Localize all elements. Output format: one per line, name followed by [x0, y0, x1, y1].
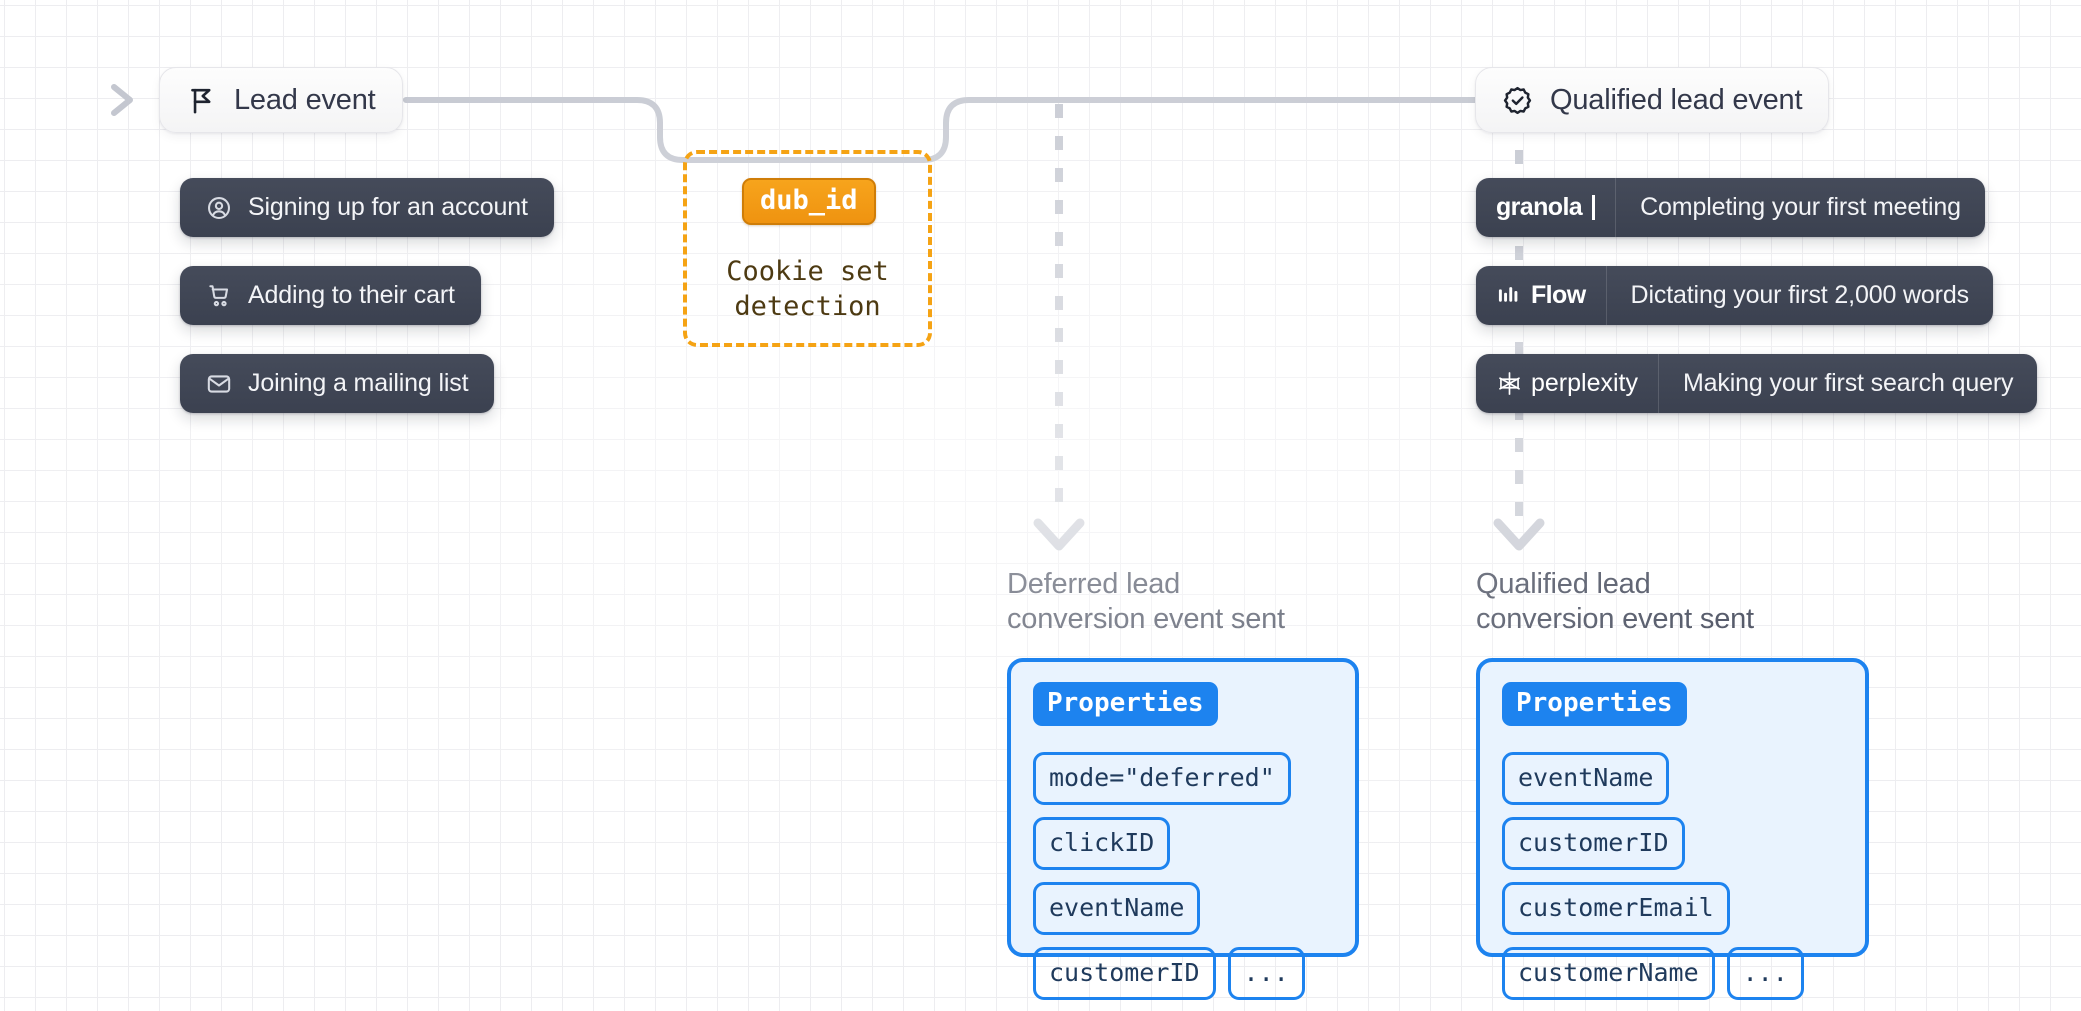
text-caret-icon: [1592, 195, 1596, 220]
user-circle-icon: [206, 195, 232, 221]
property-chip[interactable]: customerID: [1033, 947, 1216, 1000]
node-qualified-lead-event-label: Qualified lead event: [1550, 83, 1803, 116]
lead-example-signup[interactable]: Signing up for an account: [180, 178, 554, 237]
cookie-set-detection-caption: Cookie set detection: [726, 256, 889, 322]
flag-icon: [186, 85, 217, 116]
envelope-icon: [206, 371, 232, 397]
lead-example-mailing-list[interactable]: Joining a mailing list: [180, 354, 495, 413]
qualified-properties-chip-row-1: eventName customerID: [1502, 752, 1843, 870]
deferred-properties-chip-row-3: customerID ...: [1033, 947, 1333, 1000]
node-qualified-lead-event[interactable]: Qualified lead event: [1475, 67, 1830, 133]
property-chip[interactable]: customerEmail: [1502, 882, 1730, 935]
property-chip[interactable]: customerID: [1502, 817, 1685, 870]
node-lead-event[interactable]: Lead event: [159, 67, 403, 133]
qualified-properties-chip-row-3: customerName ...: [1502, 947, 1843, 1000]
incoming-arrow: [51, 84, 133, 116]
bar-chart-icon: [1496, 282, 1523, 309]
deferred-properties-title: Properties: [1033, 682, 1218, 726]
property-chip[interactable]: eventName: [1033, 882, 1201, 935]
qualified-properties-chip-row-2: customerEmail: [1502, 882, 1843, 935]
deferred-properties-panel: Properties mode="deferred" clickID event…: [1007, 658, 1359, 1000]
shopping-cart-icon: [206, 283, 232, 309]
deferred-outcome-caption: Deferred lead conversion event sent: [1007, 568, 1285, 636]
brand-flow-label: Flow: [1531, 281, 1586, 309]
property-chip-more[interactable]: ...: [1227, 947, 1305, 1000]
dub-id-badge[interactable]: dub_id: [742, 178, 876, 225]
property-chip[interactable]: customerName: [1502, 947, 1715, 1000]
brand-perplexity: perplexity: [1476, 354, 1658, 413]
brand-flow: Flow: [1476, 266, 1606, 325]
qualified-properties-panel: Properties eventName customerID customer…: [1476, 658, 1869, 1000]
brand-granola: granola: [1476, 178, 1615, 237]
verified-badge-check-icon: [1502, 85, 1533, 116]
property-chip-more[interactable]: ...: [1726, 947, 1804, 1000]
lead-example-mailing-list-label: Joining a mailing list: [248, 369, 469, 397]
edge-deferred-drop: [1033, 104, 1085, 551]
node-lead-event-label: Lead event: [234, 83, 376, 116]
brand-granola-label: granola: [1496, 193, 1583, 221]
deferred-properties-chip-row-2: clickID eventName: [1033, 817, 1333, 935]
qualified-properties-title: Properties: [1502, 682, 1687, 726]
qualified-example-granola-label: Completing your first meeting: [1640, 193, 1961, 221]
property-chip[interactable]: mode="deferred": [1033, 752, 1291, 805]
brand-perplexity-label: perplexity: [1531, 369, 1638, 397]
deferred-properties-chip-row-1: mode="deferred": [1033, 752, 1333, 805]
qualified-example-flow[interactable]: Flow Dictating your first 2,000 words: [1476, 266, 1993, 325]
edge-lead-to-cookie: [403, 97, 1478, 163]
lead-example-signup-label: Signing up for an account: [248, 193, 528, 221]
qualified-example-flow-label: Dictating your first 2,000 words: [1630, 281, 1970, 309]
asterisk-star-icon: [1496, 370, 1523, 397]
lead-example-cart[interactable]: Adding to their cart: [180, 266, 481, 325]
property-chip[interactable]: eventName: [1502, 752, 1670, 805]
qualified-example-perplexity-label: Making your first search query: [1683, 369, 2014, 397]
property-chip[interactable]: clickID: [1033, 817, 1171, 870]
qualified-outcome-caption: Qualified lead conversion event sent: [1476, 568, 1754, 636]
qualified-example-perplexity[interactable]: perplexity Making your first search quer…: [1476, 354, 2038, 413]
lead-example-cart-label: Adding to their cart: [248, 281, 455, 309]
qualified-example-granola[interactable]: granola Completing your first meeting: [1476, 178, 1985, 237]
